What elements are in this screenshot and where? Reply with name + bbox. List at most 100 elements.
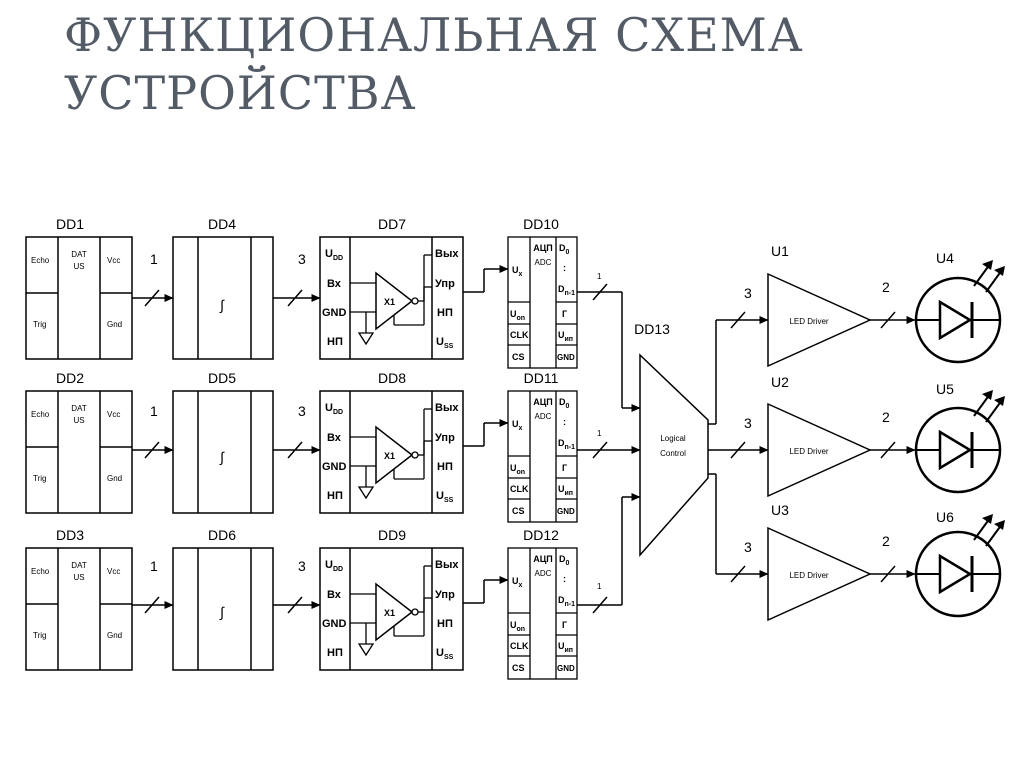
sensor-pin-echo: Echo [31,567,50,576]
light-ray-arrowhead [982,390,993,400]
sensor-pin-vcc: Vcc [107,256,120,265]
sensor-label-dat: DAT [71,404,87,413]
bus-slash-mark [880,311,896,329]
bus-slash-mark [287,289,303,307]
bus-width-label: 3 [298,251,306,267]
adc-pin-cs: CS [512,663,525,673]
sensor-label-dat: DAT [71,561,87,570]
light-ray [973,263,991,287]
sensor-pin-trig: Trig [33,631,46,640]
amp-pin-uss: USS [436,490,454,504]
slide-title: ФУНКЦИОНАЛЬНАЯ СХЕМА УСТРОЙСТВА [64,6,964,122]
amp-pin-uss: USS [436,647,454,661]
light-ray [985,399,1003,423]
bus-width-label: 3 [744,539,752,555]
adc-pin-clk: CLK [510,484,529,494]
bus-slash-mark [144,441,160,459]
controller-label-line-1: Logical [660,434,686,443]
led-driver-triangle [767,272,872,368]
ground-symbol [357,643,375,657]
signal-chain-3: DD3EchoTrigDATUSVccGnd1DD6∫3DD9UDDВхGNDН… [25,527,578,680]
integral-symbol: ∫ [219,297,225,313]
amp-pin-control: Упр [435,589,455,601]
bus-slash-mark [730,311,746,329]
sensor-block [25,547,133,671]
bus-width-label: 1 [597,429,602,438]
diode-icon [938,299,973,341]
adc-pin-gamma: Г [562,620,567,630]
sensor-pin-echo: Echo [31,410,50,419]
adc-label-adc: ADC [535,569,552,578]
bus-width-label: 3 [298,558,306,574]
amp-pin-input: Вх [327,589,342,601]
driver-name: U1 [771,243,789,259]
adc-pin-gamma: Г [562,463,567,473]
controller-trapezoid [639,353,709,557]
led-name: U6 [936,509,954,525]
bus-slash-mark [880,441,896,459]
bus-width-label: 2 [882,409,890,425]
integral-symbol: ∫ [219,449,225,465]
led-name: U5 [936,381,954,397]
light-ray-arrowhead [982,260,993,270]
amp-pin-output: Вых [435,248,459,260]
adc-label-acp: АЦП [533,243,553,253]
adc-pin-uon: Uon [510,620,525,633]
opamp-output-bubble [411,297,419,305]
title-line-1: ФУНКЦИОНАЛЬНАЯ СХЕМА [64,8,804,62]
adc-pin-d0: D0 [559,554,570,567]
opamp-label: X1 [384,297,395,307]
bus-width-label: 3 [744,415,752,431]
bus-slash-mark [730,441,746,459]
amp-pin-np: НП [327,647,343,659]
bus-slash-mark [287,596,303,614]
sensor-pin-trig: Trig [33,474,46,483]
amp-pin-output: Вых [435,559,459,571]
opamp-label: X1 [384,608,395,618]
adc-pin-uin: Uип [558,484,573,497]
integrator-name: DD4 [208,216,236,232]
adc-pin-dn: Dn-1 [558,438,575,451]
sensor-block [25,236,133,360]
adc-pin-uin: Uип [558,330,573,343]
amp-pin-np: НП [327,490,343,502]
diode-icon [938,429,973,471]
integrator-block [172,236,274,360]
sensor-label-dat: DAT [71,250,87,259]
signal-chain-2: DD2EchoTrigDATUSVccGnd1DD5∫3DD8UDDВхGNDН… [25,370,578,523]
bus-slash-mark [592,283,608,301]
amp-pin-udd: UDD [325,559,343,573]
adc-label-adc: ADC [535,258,552,267]
controller-name: DD13 [634,321,670,337]
sensor-block [25,390,133,514]
adc-pin-uon: Uon [510,309,525,322]
bus-width-label: 1 [150,558,158,574]
integrator-block [172,547,274,671]
sensor-label-us: US [73,416,84,425]
bus-width-label: 3 [744,285,752,301]
adc-pin-ux: Ux [512,419,523,432]
driver-name: U3 [771,502,789,518]
adc-name: DD11 [524,370,559,386]
amplifier-name: DD9 [378,527,406,543]
driver-label: LED Driver [789,447,828,456]
adc-pin-uin: Uип [558,641,573,654]
amp-pin-output: Вых [435,402,459,414]
opamp-output-bubble [411,451,419,459]
amp-pin-gnd: GND [322,618,347,630]
bus-slash-mark [144,289,160,307]
light-ray [985,269,1003,293]
bus-width-label: 1 [150,403,158,419]
adc-pin-gnd: GND [557,664,575,673]
integrator-block [172,390,274,514]
bus-width-label: 3 [298,403,306,419]
adc-name: DD12 [523,527,559,543]
controller-label-line-2: Control [660,449,686,458]
sensor-label-us: US [73,573,84,582]
led-driver-triangle [767,526,872,622]
bus-slash-mark [287,441,303,459]
adc-label-acp: АЦП [533,397,553,407]
